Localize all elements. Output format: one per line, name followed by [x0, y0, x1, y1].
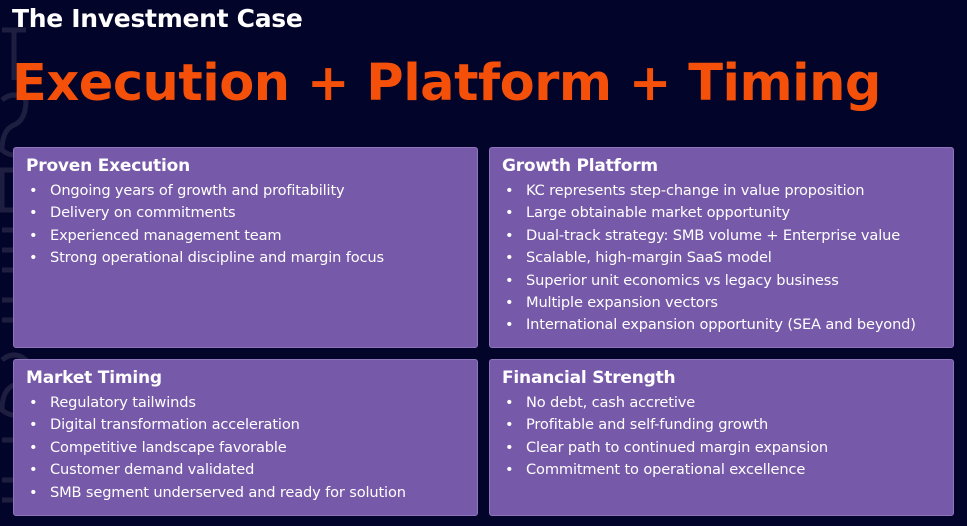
list-item: • Profitable and self-funding growth [502, 414, 943, 436]
card-growth-platform: Growth Platform • KC represents step-chan… [489, 147, 954, 348]
list-item-text: SMB segment underserved and ready for so… [50, 483, 406, 501]
bullet-icon: • [505, 394, 514, 411]
list-item: • Commitment to operational excellence [502, 459, 943, 481]
bullet-icon: • [505, 271, 514, 289]
list-item: • Multiple expansion vectors [502, 292, 943, 314]
list-item-text: Ongoing years of growth and profitabilit… [50, 182, 345, 199]
list-item: • Superior unit economics vs legacy busin… [502, 270, 943, 292]
list-item-text: No debt, cash accretive [526, 394, 696, 411]
card-title: Financial Strength [502, 368, 676, 388]
list-item: • Large obtainable market opportunity [502, 202, 943, 224]
list-item: • KC represents step-change in value prop… [502, 180, 943, 202]
bullet-icon: • [505, 461, 514, 479]
list-item: • Delivery on commitments [26, 202, 467, 224]
bullet-icon: • [29, 483, 38, 501]
list-item: • International expansion opportunity (SE… [502, 314, 943, 336]
list-item: • Ongoing years of growth and profitabili… [26, 180, 467, 202]
card-title: Market Timing [26, 368, 162, 388]
bullet-icon: • [29, 182, 38, 199]
list-item-text: Digital transformation acceleration [50, 416, 300, 434]
bullet-list: • Ongoing years of growth and profitabili… [26, 180, 467, 270]
bullet-icon: • [29, 249, 38, 267]
card-title: Proven Execution [26, 156, 190, 176]
list-item-text: Large obtainable market opportunity [526, 204, 790, 222]
bullet-list: • Regulatory tailwinds • Digital transform… [26, 392, 467, 504]
list-item-text: Regulatory tailwinds [50, 394, 196, 411]
list-item: • Strong operational discipline and margi… [26, 247, 467, 269]
list-item-text: Profitable and self-funding growth [526, 416, 769, 434]
bullet-icon: • [29, 416, 38, 434]
list-item: • Experienced management team [26, 225, 467, 247]
bullet-list: • KC represents step-change in value prop… [502, 180, 943, 337]
list-item-text: Clear path to continued margin expansion [526, 438, 829, 456]
page-eyebrow-title: The Investment Case [12, 4, 303, 33]
list-item-text: Dual-track strategy: SMB volume + Enterp… [526, 226, 901, 244]
list-item-text: Delivery on commitments [50, 204, 236, 222]
list-item: • Clear path to continued margin expansio… [502, 437, 943, 459]
list-item-text: Experienced management team [50, 226, 282, 244]
card-market-timing: Market Timing • Regulatory tailwinds • Dig… [13, 359, 478, 516]
bullet-icon: • [505, 438, 514, 456]
list-item: • No debt, cash accretive [502, 392, 943, 414]
bullet-icon: • [505, 316, 514, 334]
bullet-icon: • [505, 182, 514, 199]
list-item: • Customer demand validated [26, 459, 467, 481]
bullet-icon: • [505, 416, 514, 434]
card-proven-execution: Proven Execution • Ongoing years of growt… [13, 147, 478, 348]
list-item: • Regulatory tailwinds [26, 392, 467, 414]
list-item-text: Commitment to operational excellence [526, 461, 806, 479]
list-item-text: Multiple expansion vectors [526, 294, 718, 312]
bullet-list: • No debt, cash accretive • Profitable and… [502, 392, 943, 482]
list-item-text: Competitive landscape favorable [50, 438, 287, 456]
list-item-text: Scalable, high-margin SaaS model [526, 249, 772, 267]
list-item: • Competitive landscape favorable [26, 437, 467, 459]
bullet-icon: • [29, 394, 38, 411]
list-item: • Scalable, high-margin SaaS model [502, 247, 943, 269]
card-title: Growth Platform [502, 156, 658, 176]
bullet-icon: • [505, 294, 514, 312]
list-item: • Digital transformation acceleration [26, 414, 467, 436]
list-item: • Dual-track strategy: SMB volume + Enter… [502, 225, 943, 247]
list-item-text: International expansion opportunity (SEA… [526, 316, 916, 334]
list-item-text: KC represents step-change in value propo… [526, 182, 865, 199]
bullet-icon: • [29, 204, 38, 222]
list-item: • SMB segment underserved and ready for s… [26, 482, 467, 504]
bullet-icon: • [29, 461, 38, 479]
bullet-icon: • [29, 226, 38, 244]
bullet-icon: • [505, 204, 514, 222]
card-financial-strength: Financial Strength • No debt, cash accret… [489, 359, 954, 516]
bullet-icon: • [505, 226, 514, 244]
list-item-text: Strong operational discipline and margin… [50, 249, 384, 267]
bullet-icon: • [505, 249, 514, 267]
bullet-icon: • [29, 438, 38, 456]
list-item-text: Customer demand validated [50, 461, 255, 479]
list-item-text: Superior unit economics vs legacy busine… [526, 271, 839, 289]
page-headline: Execution + Platform + Timing [12, 54, 881, 113]
